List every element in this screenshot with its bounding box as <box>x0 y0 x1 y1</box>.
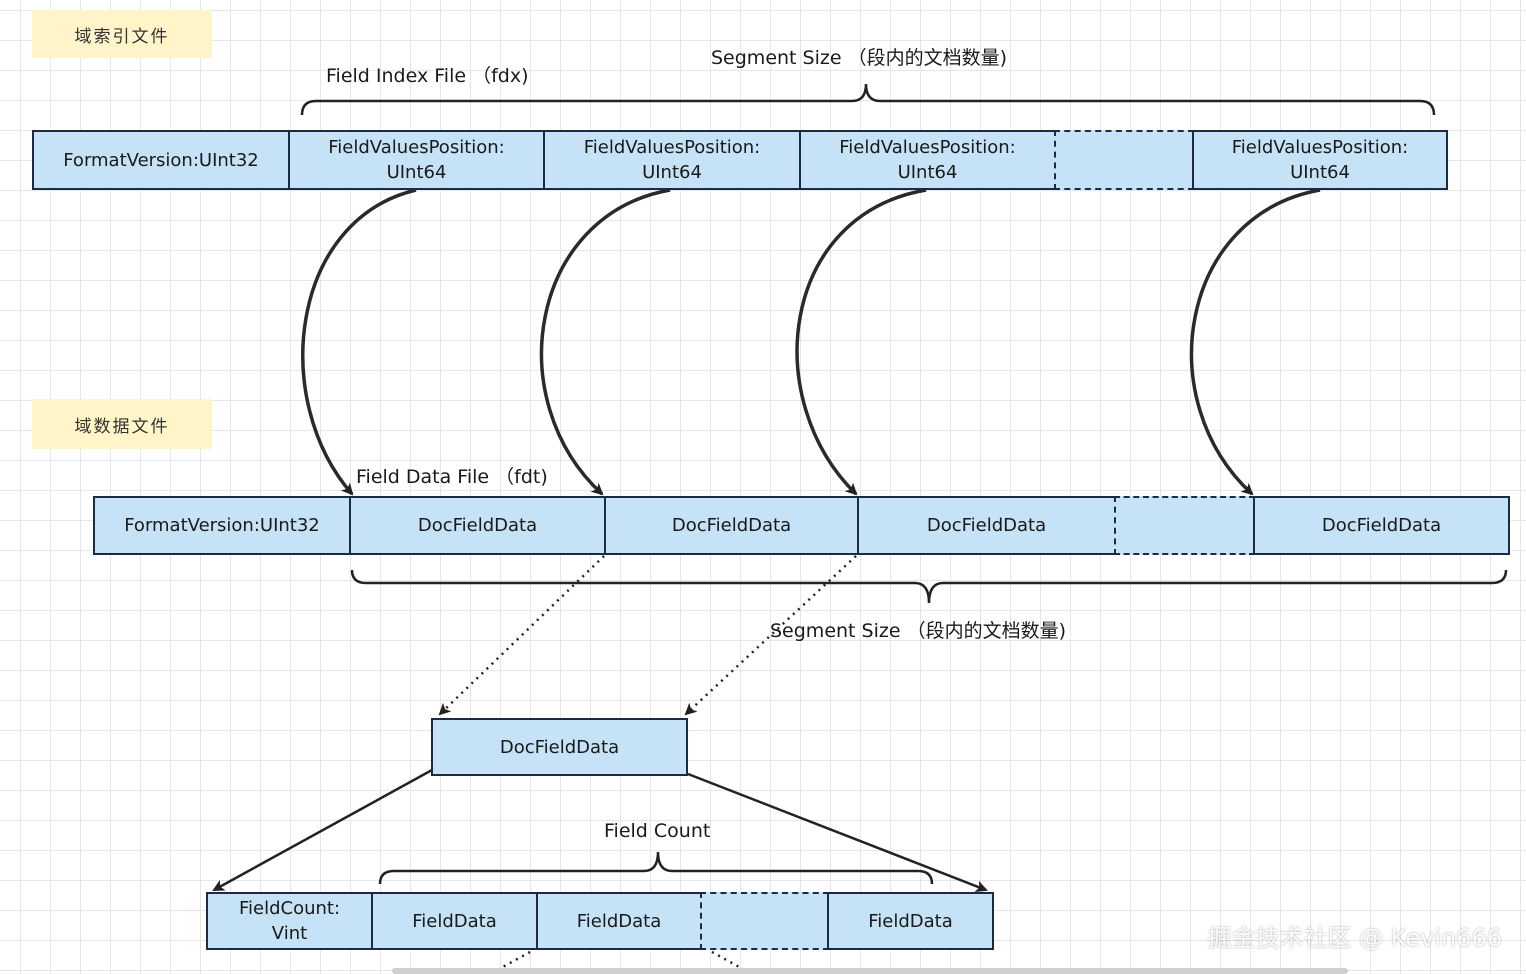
data-ellipsis-box <box>1114 496 1255 555</box>
horizontal-scrollbar[interactable] <box>392 968 1348 974</box>
position-arrow-1 <box>301 188 417 496</box>
note-data-file: 域数据文件 <box>32 399 212 449</box>
label-segment-size-top: Segment Size （段内的文档数量) <box>711 47 1007 69</box>
index-field-values-position: FieldValuesPosition: UInt64 <box>1192 130 1448 190</box>
field-data: FieldData <box>536 892 702 950</box>
data-doc-field-data: DocFieldData <box>604 496 859 555</box>
data-doc-field-data: DocFieldData <box>1253 496 1510 555</box>
expand-line-left <box>212 768 433 892</box>
index-ellipsis-box <box>1054 130 1194 190</box>
field-count-vint: FieldCount: Vint <box>206 892 373 950</box>
position-arrow-2 <box>539 188 671 496</box>
field-data: FieldData <box>827 892 994 950</box>
index-field-values-position: FieldValuesPosition: UInt64 <box>288 130 545 190</box>
watermark: 掘金技术社区 @ Kevin666 <box>1207 924 1502 952</box>
position-arrow-4 <box>1189 188 1321 496</box>
label-segment-size-mid: Segment Size （段内的文档数量) <box>770 620 1066 642</box>
data-format-version: FormatVersion:UInt32 <box>93 496 351 555</box>
bottom-dotted-left <box>489 950 531 974</box>
expand-line-right <box>687 772 988 892</box>
index-format-version: FormatVersion:UInt32 <box>32 130 290 190</box>
bottom-dotted-right <box>711 950 753 974</box>
segment-brace-mid <box>350 569 1508 604</box>
label-field-count: Field Count <box>604 820 711 842</box>
field-ellipsis-box <box>700 892 829 950</box>
index-field-values-position: FieldValuesPosition: UInt64 <box>543 130 801 190</box>
field-data: FieldData <box>371 892 538 950</box>
position-arrow-3 <box>795 188 927 496</box>
label-field-data-file: Field Data File （fdt) <box>356 466 548 488</box>
expand-dotted-left <box>438 555 605 716</box>
doc-field-data-detail: DocFieldData <box>431 718 688 776</box>
data-doc-field-data: DocFieldData <box>857 496 1116 555</box>
data-doc-field-data: DocFieldData <box>349 496 606 555</box>
label-field-index-file: Field Index File （fdx) <box>326 65 529 87</box>
index-field-values-position: FieldValuesPosition: UInt64 <box>799 130 1056 190</box>
field-count-brace <box>378 851 934 885</box>
note-index-file: 域索引文件 <box>32 10 212 58</box>
segment-brace-top <box>300 83 1436 116</box>
